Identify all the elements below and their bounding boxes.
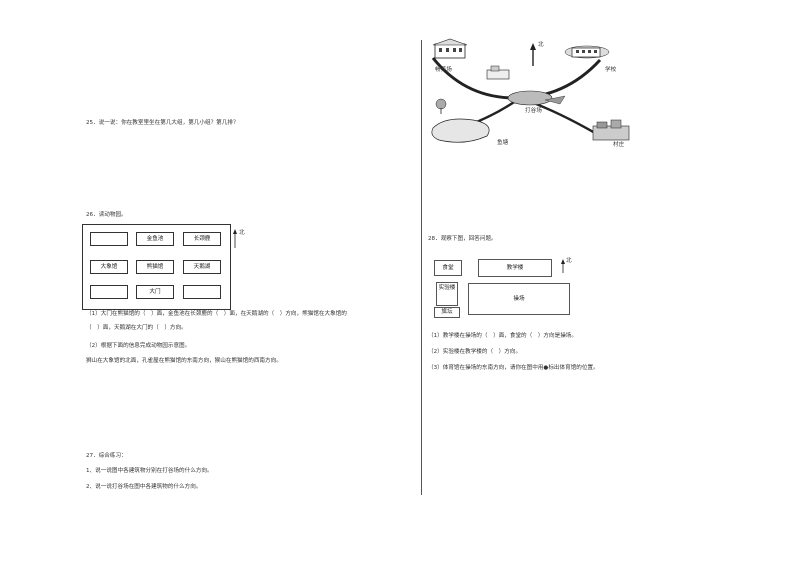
zoo-north-label: 北 xyxy=(239,230,245,236)
q26-title: 26．读动物园。 xyxy=(86,212,127,218)
zoo-north-arrow: 北 xyxy=(232,228,246,254)
zoo-cell-gate: 大门 xyxy=(136,285,174,299)
threshing-ground-icon xyxy=(507,90,553,106)
zoo-cell-goldfish-pond: 金鱼池 xyxy=(136,232,174,246)
page-divider xyxy=(421,40,422,495)
q26-line3: （2）根据下面的信息完成动物园示意图。 xyxy=(86,343,191,349)
q26-line1: （1）大门在熊猫馆的（ ）面，金鱼池在长颈鹿的（ ）面，在天鹅湖的（ ）方向，熊… xyxy=(86,311,347,317)
flag-platform-box: 旗坛 xyxy=(434,307,460,318)
q27-title: 27．综合练习： xyxy=(86,453,127,459)
zoo-cell-elephant-house: 大象馆 xyxy=(90,260,128,274)
threshing-ground-label: 打谷场 xyxy=(525,108,542,114)
school-north-arrow: 北 xyxy=(560,258,572,278)
q28-line1: （1）教学楼在操场的（ ）面，食堂的（ ）方向是操场。 xyxy=(428,333,577,339)
teaching-building-box: 教学楼 xyxy=(478,259,552,277)
playground-box: 操场 xyxy=(468,283,570,315)
farm-building-icon xyxy=(432,38,468,59)
north-arrow-icon xyxy=(233,229,237,248)
zoo-map: 金鱼池 长颈鹿 大象馆 熊猫馆 天鹅湖 大门 xyxy=(82,224,231,310)
q25-text: 25．说一说：你在教室里坐在第几大组，第几小组？第几排？ xyxy=(86,120,239,126)
school-building-icon xyxy=(564,45,610,59)
zoo-cell-swan-lake: 天鹅湖 xyxy=(183,260,221,274)
q28-title: 28．观察下图，回答问题。 xyxy=(428,236,497,242)
school-label: 学校 xyxy=(605,67,617,73)
farm-label: 畅养场 xyxy=(435,67,452,73)
village-north-label: 北 xyxy=(538,42,544,48)
pond-icon xyxy=(431,118,490,143)
q27-line1: 1、说一说图中各建筑物分别在打谷场的什么方向。 xyxy=(86,468,213,474)
q26-line2: （ ）面，天鹅湖在大门的（ ）方向。 xyxy=(86,325,187,331)
q27-line2: 2、说一说打谷场在图中各建筑物的什么方向。 xyxy=(86,484,202,490)
school-north-label: 北 xyxy=(566,258,572,264)
village-houses-icon xyxy=(592,119,630,141)
q28-line2: （2）实验楼在教学楼的（ ）方向。 xyxy=(428,349,522,355)
q26-line4: 狮山在大象馆的北面，孔雀屋在熊猫馆的东南方向，猴山在熊猫馆的西南方向。 xyxy=(86,358,282,364)
village-map-drawing xyxy=(431,38,630,143)
village-label: 村庄 xyxy=(613,142,625,148)
pond-label: 鱼塘 xyxy=(497,140,509,146)
canteen-box: 食堂 xyxy=(434,260,462,276)
north-arrow-icon xyxy=(561,259,565,273)
zoo-cell-empty-2 xyxy=(90,285,128,299)
zoo-cell-empty-1 xyxy=(90,232,128,246)
lab-building-box: 实验楼 xyxy=(436,282,458,306)
village-map: 北 畅养场 学校 打谷场 鱼塘 村庄 xyxy=(425,38,635,153)
zoo-cell-giraffe: 长颈鹿 xyxy=(183,232,221,246)
tree-icon xyxy=(435,98,447,110)
q28-line3: （3）体育馆在操场的东南方向，请你在图中用●标出体育馆的位置。 xyxy=(428,365,599,371)
zoo-cell-panda-house: 熊猫馆 xyxy=(136,260,174,274)
school-map: 食堂 教学楼 实验楼 操场 旗坛 xyxy=(434,256,584,318)
houses-icon xyxy=(486,69,510,80)
zoo-cell-empty-3 xyxy=(183,285,221,299)
